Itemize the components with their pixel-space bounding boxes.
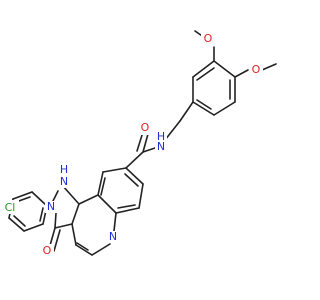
bond (91, 243, 111, 256)
bond (192, 60, 215, 78)
bond (125, 151, 144, 169)
bond (196, 99, 212, 110)
bond (102, 167, 127, 173)
bond (97, 194, 117, 214)
bond (142, 133, 149, 153)
methoxy-oxygen-bottom: O (252, 63, 261, 76)
bond (138, 183, 144, 209)
molecule-structure-diagram: O O H N O H N N N O Cl (1, 30, 277, 258)
bond (54, 223, 73, 229)
bond (23, 223, 44, 232)
label-background (155, 131, 167, 143)
bond (192, 101, 215, 116)
bond (117, 204, 136, 209)
bond (124, 173, 139, 187)
label-background (40, 244, 54, 258)
chlorine-atom: Cl (5, 201, 16, 214)
label-background (138, 121, 152, 135)
bond (54, 212, 57, 229)
bond (213, 101, 236, 116)
label-background (107, 231, 119, 243)
bond (213, 60, 236, 78)
label-background (201, 31, 215, 45)
bond (31, 191, 48, 207)
bond (61, 184, 80, 205)
bond (12, 191, 33, 200)
pyrazole-nitrogen-1: N (60, 175, 68, 188)
amide-hydrogen: H (157, 130, 165, 143)
label-background (249, 63, 263, 77)
bond (53, 229, 61, 252)
bond (8, 217, 25, 232)
bond (71, 223, 77, 246)
bond (261, 63, 277, 71)
bond (71, 203, 80, 225)
label-background (45, 201, 57, 213)
bond (39, 207, 44, 222)
bond (113, 212, 117, 232)
atom-label-layer: O O H N O H N N N O Cl (1, 31, 263, 258)
label-background (58, 176, 70, 188)
pyrazole-hydrogen: H (60, 163, 68, 176)
bond (125, 167, 144, 185)
bond (164, 120, 181, 141)
bond (234, 69, 249, 78)
methoxy-oxygen-top: O (204, 32, 213, 45)
label-background (155, 141, 167, 153)
label-background (1, 200, 19, 214)
bond (75, 244, 93, 256)
bond (179, 101, 194, 122)
bond (136, 131, 144, 152)
bond (76, 242, 89, 251)
bond (13, 215, 26, 227)
label-background (58, 164, 70, 176)
bond (115, 207, 140, 214)
bond (78, 194, 99, 205)
bond (100, 177, 106, 196)
bond-layer (8, 30, 277, 256)
pyrazole-nitrogen-2: N (47, 200, 55, 213)
bond (97, 171, 104, 196)
amide-nitrogen: N (157, 140, 165, 153)
pyrazolone-oxygen: O (43, 244, 52, 257)
carbonyl-oxygen: O (141, 121, 150, 134)
quinoline-nitrogen: N (109, 230, 117, 243)
bond (196, 67, 215, 81)
